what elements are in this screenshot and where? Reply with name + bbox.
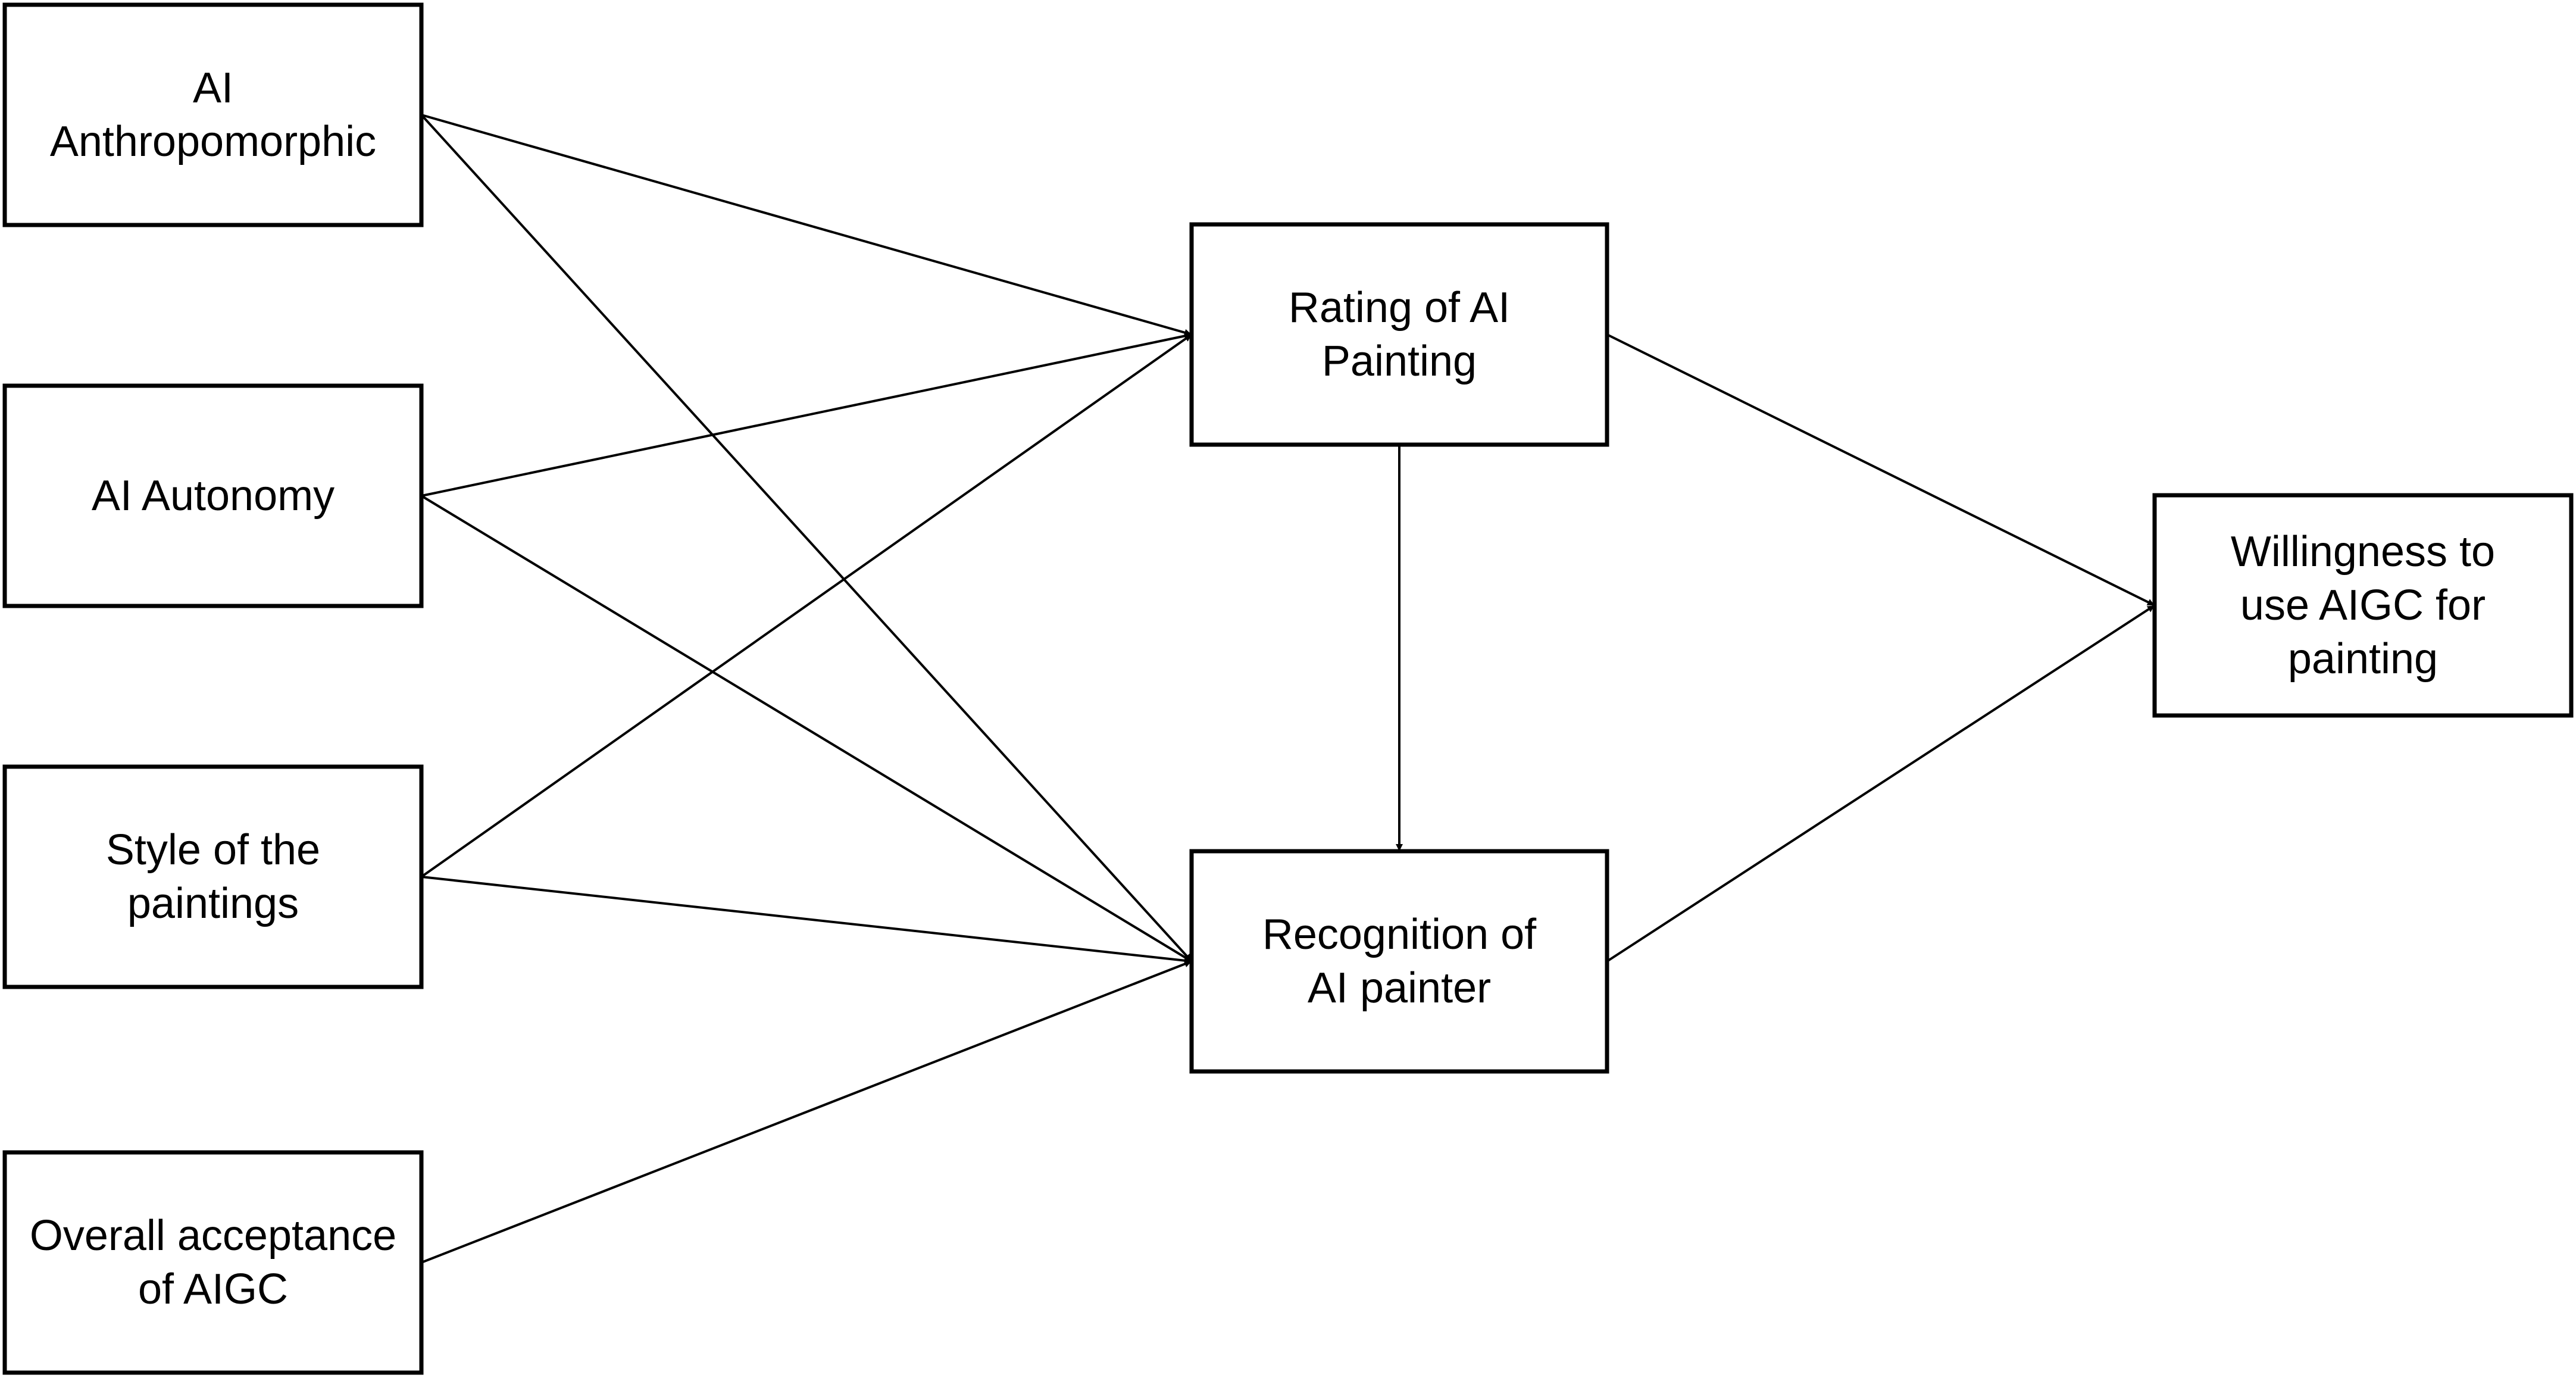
node-style-of-paintings: Style of the paintings bbox=[2, 764, 424, 989]
node-label-ai-anthropomorphic-line-1: AI bbox=[193, 64, 233, 112]
node-label-willingness-to-use-aigc-line-2: use AIGC for bbox=[2240, 582, 2486, 629]
node-label-rating-of-ai-painting-line-1: Rating of AI bbox=[1289, 284, 1510, 332]
edge-style-of-paintings-to-rating-of-ai-painting bbox=[420, 333, 1193, 878]
node-label-willingness-to-use-aigc-line-1: Willingness to bbox=[2231, 528, 2495, 576]
node-box-rating-of-ai-painting bbox=[1189, 222, 1609, 447]
node-label-willingness-to-use-aigc-line-3: painting bbox=[2288, 635, 2438, 683]
node-label-style-of-paintings-line-1: Style of the bbox=[106, 826, 320, 874]
node-box-recognition-of-ai-painter bbox=[1189, 849, 1609, 1074]
node-box-overall-acceptance bbox=[2, 1150, 424, 1375]
node-box-ai-autonomy bbox=[2, 383, 424, 608]
edges-layer bbox=[420, 114, 2156, 1264]
edge-ai-autonomy-to-rating-of-ai-painting bbox=[421, 332, 1192, 497]
node-label-overall-acceptance-line-2: of AIGC bbox=[138, 1265, 288, 1313]
node-label-recognition-of-ai-painter-line-1: Recognition of bbox=[1262, 911, 1537, 958]
node-recognition-of-ai-painter: Recognition of AI painter bbox=[1189, 849, 1609, 1074]
edge-recognition-of-ai-painter-to-willingness-to-use-aigc bbox=[1606, 604, 2156, 963]
node-label-overall-acceptance-line-1: Overall acceptance bbox=[30, 1212, 396, 1260]
node-overall-acceptance: Overall acceptance of AIGC bbox=[2, 1150, 424, 1375]
edge-ai-autonomy-to-recognition-of-ai-painter bbox=[420, 495, 1193, 963]
node-label-recognition-of-ai-painter-line-2: AI painter bbox=[1308, 964, 1491, 1012]
edge-overall-acceptance-to-recognition-of-ai-painter bbox=[421, 960, 1192, 1264]
node-label-rating-of-ai-painting-line-2: Painting bbox=[1322, 338, 1477, 385]
node-box-style-of-paintings bbox=[2, 764, 424, 989]
edge-rating-of-ai-painting-to-willingness-to-use-aigc bbox=[1606, 333, 2155, 607]
edge-ai-anthropomorphic-to-recognition-of-ai-painter bbox=[420, 114, 1193, 963]
node-ai-autonomy: AI Autonomy bbox=[2, 383, 424, 608]
edge-ai-anthropomorphic-to-rating-of-ai-painting bbox=[421, 114, 1192, 336]
node-rating-of-ai-painting: Rating of AI Painting bbox=[1189, 222, 1609, 447]
node-ai-anthropomorphic: AI Anthropomorphic bbox=[2, 2, 424, 227]
node-box-willingness-to-use-aigc bbox=[2152, 493, 2574, 718]
node-box-ai-anthropomorphic bbox=[2, 2, 424, 227]
node-willingness-to-use-aigc: Willingness to use AIGC for painting bbox=[2152, 493, 2574, 718]
node-label-ai-anthropomorphic-line-2: Anthropomorphic bbox=[50, 118, 376, 165]
node-label-ai-autonomy-line-1: AI Autonomy bbox=[92, 472, 334, 520]
node-label-style-of-paintings-line-2: paintings bbox=[127, 880, 299, 927]
edge-style-of-paintings-to-recognition-of-ai-painter bbox=[421, 876, 1192, 964]
